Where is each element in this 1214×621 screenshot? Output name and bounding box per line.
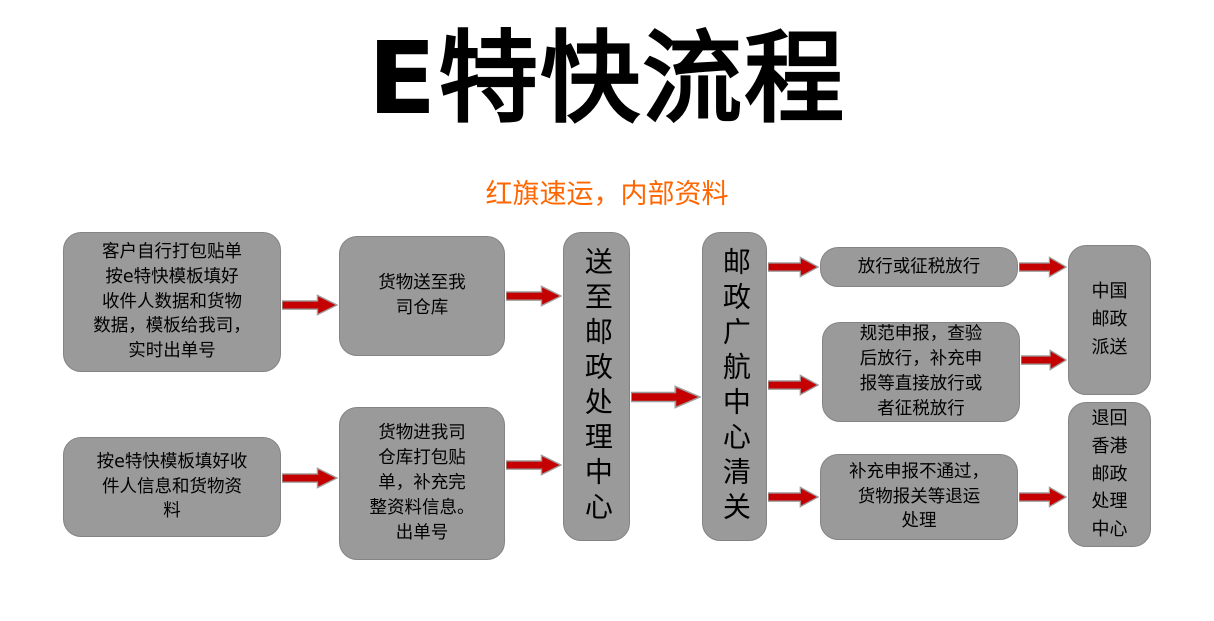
right-arrow-icon (1019, 256, 1067, 278)
page-title: E特快流程 (367, 20, 847, 137)
right-arrow-icon (282, 294, 338, 316)
right-arrow-icon (506, 285, 562, 307)
right-arrow-icon (1021, 349, 1067, 371)
arrow-customs-to-declare (768, 374, 819, 396)
node-customs-clearance: 邮政广航中心清关 (702, 232, 767, 541)
arrow-postal-center-to-customs (631, 385, 701, 409)
page-subtitle: 红旗速运，内部资料 (485, 179, 729, 210)
right-arrow-icon (506, 454, 562, 476)
node-return-hk-postal-center: 退回 香港 邮政 处理 中心 (1068, 402, 1151, 547)
node-customer-pack: 客户自行打包贴单 按e特快模板填好 收件人数据和货物 数据，模板给我司， 实时出… (63, 232, 281, 372)
arrow-delivery-to-postal-center (506, 285, 562, 307)
right-arrow-icon (1019, 486, 1067, 508)
right-arrow-icon (768, 256, 819, 278)
arrow-customs-to-fail (768, 486, 819, 508)
arrow-release-to-china-post (1019, 256, 1067, 278)
node-goods-in-warehouse: 货物进我司 仓库打包贴 单，补充完 整资料信息。 出单号 (339, 407, 505, 560)
right-arrow-icon (768, 486, 819, 508)
node-declare-release: 规范申报，查验 后放行，补充申 报等直接放行或 者征税放行 (822, 322, 1020, 422)
node-china-post-delivery: 中国 邮政 派送 (1068, 245, 1151, 395)
node-goods-to-warehouse: 货物送至我 司仓库 (339, 236, 505, 356)
arrow-declare-to-china-post (1021, 349, 1067, 371)
node-declare-fail-return: 补充申报不通过， 货物报关等退运 处理 (820, 454, 1018, 540)
arrow-fail-to-return-hk (1019, 486, 1067, 508)
arrow-customs-to-release (768, 256, 819, 278)
node-fill-template: 按e特快模板填好收 件人信息和货物资 料 (63, 437, 281, 537)
arrow-warehouse-to-postal-center (506, 454, 562, 476)
right-arrow-icon (282, 467, 338, 489)
right-arrow-icon (768, 374, 819, 396)
arrow-pack-to-delivery (282, 294, 338, 316)
node-release: 放行或征税放行 (820, 247, 1018, 287)
right-arrow-icon (631, 385, 701, 409)
node-postal-processing-center: 送至邮政处理中心 (563, 232, 630, 541)
arrow-template-to-warehouse (282, 467, 338, 489)
